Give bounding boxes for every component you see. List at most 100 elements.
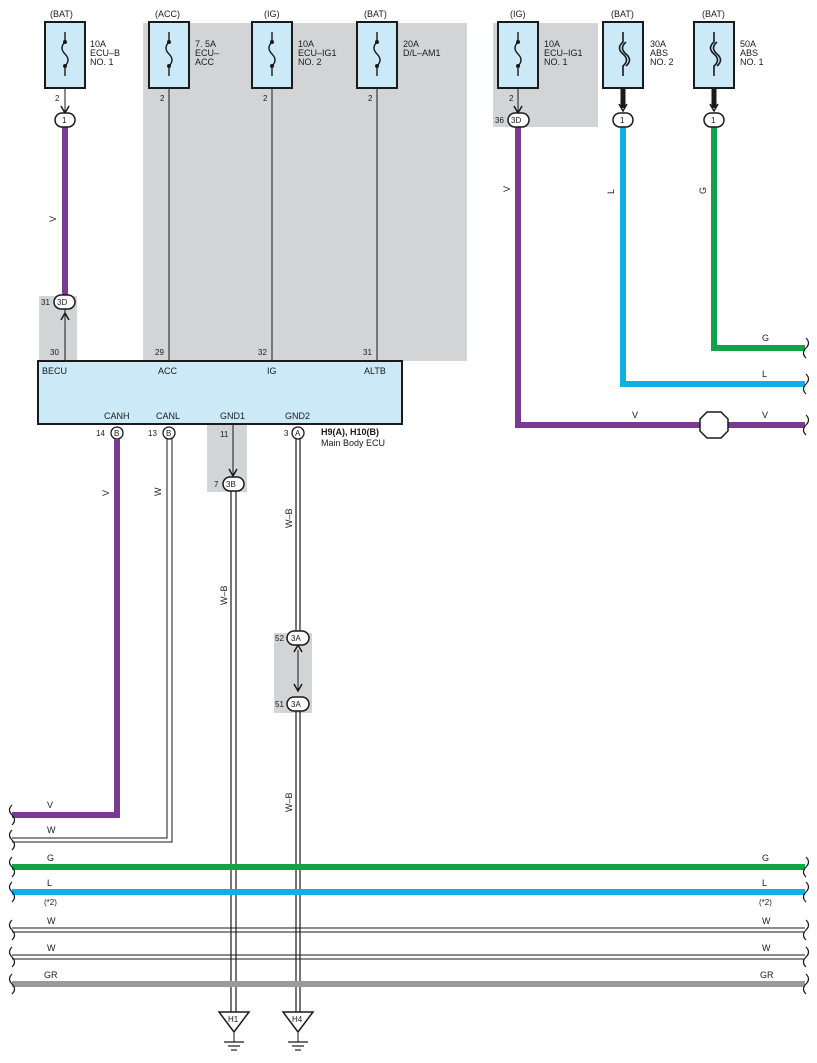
wire-color-label: W (153, 487, 163, 496)
wire-color-label: W (47, 943, 56, 953)
fuse-rating: 10A (90, 39, 106, 49)
main-body-ecu-box (37, 360, 403, 425)
svg-text:31: 31 (41, 298, 50, 307)
wire-color-label: V (762, 410, 768, 420)
fuse-icon (268, 32, 276, 76)
fuse-name: ECU–IG1 (544, 48, 583, 58)
wire-break-icon (8, 829, 16, 851)
wire-break-icon (8, 919, 16, 941)
wire-color-label: W–B (284, 792, 294, 812)
fuse-name: ABS (650, 48, 668, 58)
fuse-name-2: NO. 1 (740, 57, 764, 67)
connector-1-abs2: 1 (612, 112, 634, 128)
fuse-ecu-b-no1: (BAT) 10A ECU–B NO. 1 (44, 9, 120, 89)
ground-label: H4 (292, 1015, 303, 1024)
wire-break-icon (802, 919, 810, 941)
wire-color-label: W–B (219, 585, 229, 605)
ecu-terminal-label: IG (267, 366, 277, 376)
fuse-icon (373, 32, 381, 76)
fuse-name-2: NO. 1 (544, 57, 568, 67)
pin-number: 14 (96, 429, 105, 438)
fuse-name-2: NO. 2 (650, 57, 674, 67)
wire-color-label: G (762, 853, 769, 863)
wire-color-label: L (47, 878, 52, 888)
wire-color-label: V (47, 800, 53, 810)
svg-text:3D: 3D (511, 116, 521, 125)
connector-3a-51: 3A 51 (275, 696, 310, 712)
wire-color-label: G (762, 333, 769, 343)
wire-break-icon (802, 337, 810, 359)
pin-number: 30 (50, 348, 59, 357)
wire-green (711, 127, 805, 351)
fuse-abs-no1: (BAT) 50A ABS NO. 1 (693, 9, 764, 89)
connector-1: 1 (54, 112, 76, 128)
fuse-source-label: (ACC) (155, 9, 180, 19)
wire-violet-canh (12, 439, 120, 818)
connector-3d: 3D 31 (41, 294, 76, 310)
ecu-terminal-label: CANL (156, 411, 180, 421)
pin-number: 32 (258, 348, 267, 357)
pin-number: 2 (263, 94, 268, 103)
connector-3d-ecu-ig1: 3D 36 (495, 112, 530, 128)
pin-number: 2 (368, 94, 373, 103)
fuse-ecu-acc: (ACC) 7. 5A ECU– ACC (148, 9, 219, 89)
wire-note: (*2) (44, 898, 57, 907)
fuse-source-label: (BAT) (702, 9, 725, 19)
junction-connector-icon (699, 411, 729, 439)
connector-letter: B (166, 429, 171, 438)
ground-point-icon (217, 1011, 251, 1034)
connector-3b: 3B 7 (214, 476, 245, 492)
pin-number: 2 (509, 94, 514, 103)
svg-text:36: 36 (495, 116, 504, 125)
connector-3a-52: 3A 52 (275, 630, 310, 646)
fusible-link-icon (618, 32, 631, 76)
fuse-name: ECU– (195, 48, 219, 58)
svg-text:7: 7 (214, 480, 219, 489)
wire-break-icon (802, 373, 810, 395)
fuse-ecu-ig1-no2: (IG) 10A ECU–IG1 NO. 2 (251, 9, 337, 89)
svg-text:3A: 3A (291, 634, 301, 643)
fuse-name-2: ACC (195, 57, 215, 67)
wire-color-label: V (48, 216, 58, 222)
wire-blue (620, 127, 805, 387)
wire-break-icon (802, 946, 810, 968)
ecu-terminal-label: GND1 (220, 411, 245, 421)
fuse-name: ECU–B (90, 48, 120, 58)
svg-text:1: 1 (711, 116, 716, 125)
connector-letter: A (295, 429, 301, 438)
ground-h4: H4 (281, 1011, 315, 1051)
ecu-terminal-label: GND2 (285, 411, 310, 421)
pin-number: 2 (160, 94, 165, 103)
svg-text:3A: 3A (291, 700, 301, 709)
wire-break-icon (802, 414, 810, 436)
wire-break-icon (802, 973, 810, 995)
fuse-source-label: (IG) (510, 9, 526, 19)
ground-label: H1 (228, 1015, 239, 1024)
wire-color-label: G (47, 853, 54, 863)
svg-text:51: 51 (275, 700, 284, 709)
fuse-name: D/L–AM1 (403, 48, 441, 58)
connector-letter: B (114, 429, 119, 438)
wire-color-label: L (606, 189, 616, 194)
fuse-rating: 7. 5A (195, 39, 216, 49)
fuse-source-label: (IG) (264, 9, 280, 19)
ecu-terminal-label: ACC (158, 366, 178, 376)
pin-number: 31 (363, 348, 372, 357)
fusible-link-icon (709, 32, 722, 76)
fuse-rating: 10A (298, 39, 314, 49)
fuse-ecu-ig1-no1: (IG) 10A ECU–IG1 NO. 1 (497, 9, 583, 89)
fuse-abs-no2: (BAT) 30A ABS NO. 2 (602, 9, 674, 89)
wire-break-icon (802, 881, 810, 903)
fuse-source-label: (BAT) (611, 9, 634, 19)
wire-break-icon (8, 946, 16, 968)
fuse-source-label: (BAT) (364, 9, 387, 19)
ground-point-icon (281, 1011, 315, 1034)
ecu-terminal-label: BECU (42, 366, 67, 376)
ecu-terminal-label: CANH (104, 411, 130, 421)
fuse-icon (61, 32, 69, 76)
wire-color-label: W (762, 916, 771, 926)
wire-color-label: GR (44, 970, 58, 980)
ecu-name: Main Body ECU (321, 438, 385, 448)
wire-color-label: W (762, 943, 771, 953)
